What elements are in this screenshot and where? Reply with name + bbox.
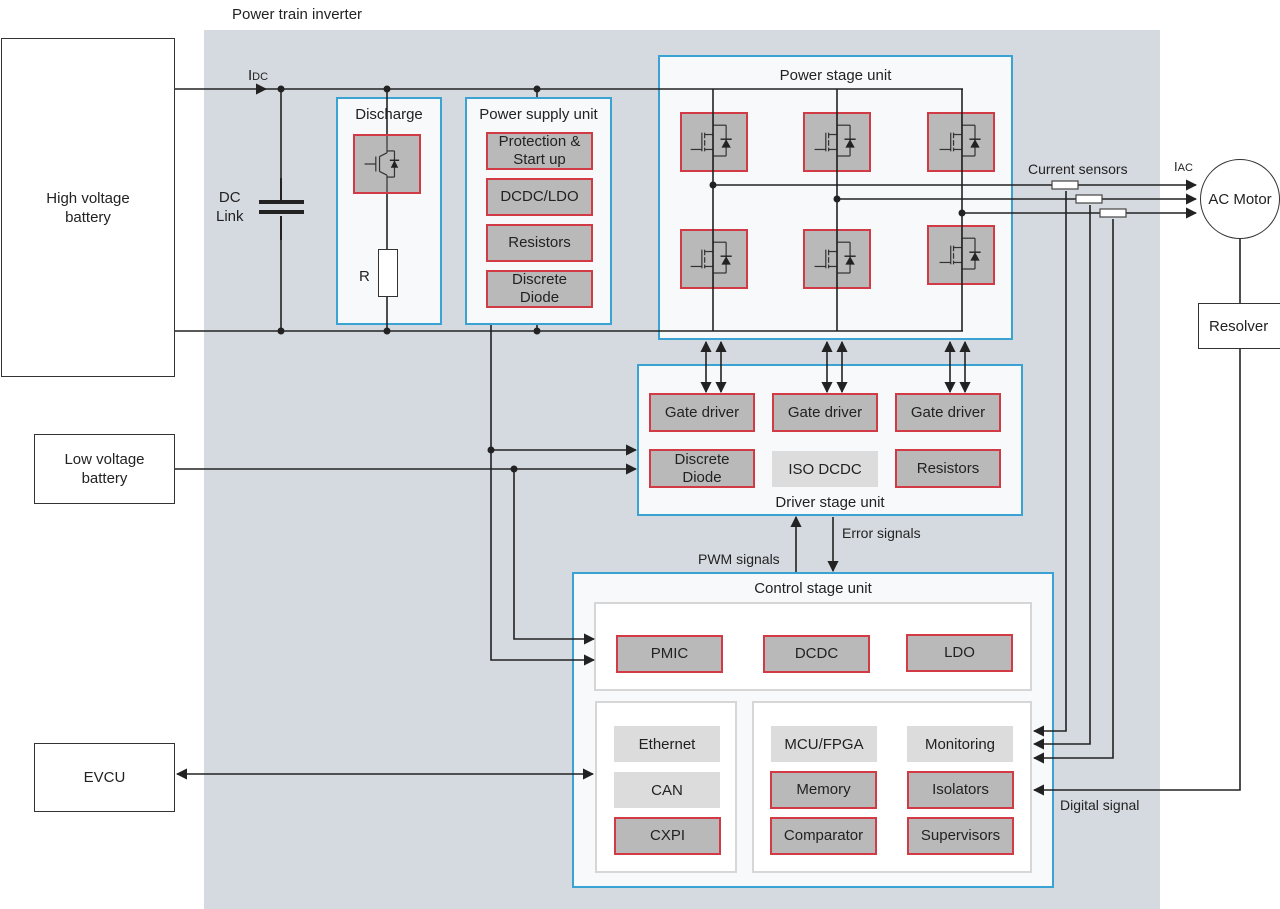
resolver-block: Resolver (1198, 303, 1280, 349)
psu-dcdc-ldo: DCDC/LDO (486, 178, 593, 216)
iac-main: I (1174, 159, 1178, 174)
driver-stage-unit: Driver stage unit (637, 364, 1023, 516)
mosfet-icon (939, 227, 981, 283)
iac-sub: AC (1177, 162, 1193, 174)
gate-driver-2: Gate driver (772, 393, 878, 432)
power-supply-unit-title: Power supply unit (479, 106, 598, 123)
driver-resistors: Resistors (895, 449, 1001, 488)
psu-protection-startup: Protection & Start up (486, 132, 593, 170)
control-ldo: LDO (906, 634, 1013, 672)
control-dcdc: DCDC (763, 635, 870, 673)
can: CAN (614, 772, 720, 808)
iac-label: IAC (1174, 159, 1193, 174)
power-switch-6 (927, 225, 995, 285)
ethernet: Ethernet (614, 726, 720, 762)
digital-signal-label: Digital signal (1060, 797, 1140, 813)
high-voltage-battery: High voltage battery (1, 38, 175, 377)
evcu-block: EVCU (34, 743, 175, 812)
error-signals-label: Error signals (842, 525, 921, 541)
pwm-signals-label: PWM signals (698, 551, 780, 567)
resistor-label: R (359, 268, 370, 285)
power-switch-4 (680, 229, 748, 289)
gate-driver-1: Gate driver (649, 393, 755, 432)
discharge-resistor (378, 249, 398, 297)
memory: Memory (770, 771, 877, 809)
comparator: Comparator (770, 817, 877, 855)
isolators: Isolators (907, 771, 1014, 809)
power-switch-5 (803, 229, 871, 289)
power-stage-unit-title: Power stage unit (779, 67, 892, 84)
monitoring: Monitoring (907, 726, 1013, 762)
mosfet-icon (814, 231, 856, 287)
power-switch-1 (680, 112, 748, 172)
idc-label: IDC (248, 67, 268, 84)
power-switch-3 (927, 112, 995, 172)
mosfet-icon (690, 231, 732, 287)
mosfet-icon (939, 114, 981, 170)
power-switch-2 (803, 112, 871, 172)
gate-driver-3: Gate driver (895, 393, 1001, 432)
psu-discrete-diode: Discrete Diode (486, 270, 593, 308)
low-voltage-battery: Low voltage battery (34, 434, 175, 504)
psu-resistors: Resistors (486, 224, 593, 262)
iso-dcdc: ISO DCDC (772, 451, 878, 487)
discharge-igbt-switch (353, 134, 421, 194)
mcu-fpga: MCU/FPGA (771, 726, 877, 762)
mosfet-icon (814, 114, 856, 170)
control-stage-unit-title: Control stage unit (754, 580, 872, 597)
idc-sub: DC (252, 71, 269, 83)
dc-link-label: DC Link (216, 189, 244, 225)
diagram-title: Power train inverter (232, 6, 363, 23)
idc-main: I (248, 67, 253, 84)
driver-stage-unit-title: Driver stage unit (775, 494, 885, 511)
igbt-icon (364, 136, 400, 192)
current-sensors-label: Current sensors (1028, 161, 1128, 177)
pmic: PMIC (616, 635, 723, 673)
ac-motor: AC Motor (1200, 159, 1280, 239)
driver-discrete-diode: Discrete Diode (649, 449, 755, 488)
power-stage-unit: Power stage unit (658, 55, 1013, 340)
mosfet-icon (690, 114, 732, 170)
supervisors: Supervisors (907, 817, 1014, 855)
discharge-title: Discharge (355, 106, 423, 123)
cxpi: CXPI (614, 817, 721, 855)
